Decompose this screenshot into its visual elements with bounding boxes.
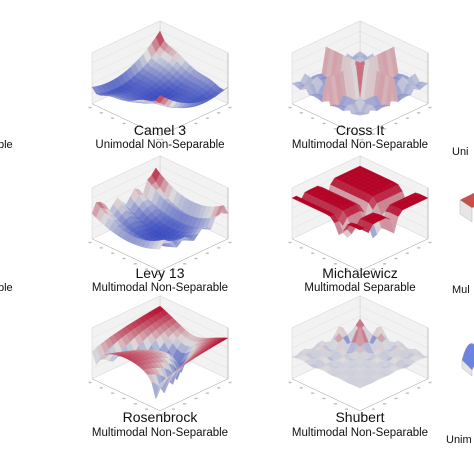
left-edge-fragment: ble [0,139,13,151]
surface-camel3 [88,20,232,141]
surface-shubert [288,295,432,416]
cell-title: Levy 13 [135,265,185,281]
surface-michalewicz [288,155,432,276]
surface-plot-levy13 [88,155,232,276]
surface-plot-rosenbrock [88,295,232,416]
cell-subtitle: Multimodal Non-Separable [91,282,229,294]
right-edge-fragment: Mul [452,284,470,296]
cell-title: Michalewicz [322,265,398,281]
surface-crossit [288,20,432,141]
left-edge-fragment: ble [0,282,13,294]
surface-rosenbrock [88,295,232,416]
cell-subtitle: Multimodal Non-Separable [291,139,429,151]
surface-levy13 [88,155,232,276]
cell-title: Camel 3 [133,122,187,138]
cell-title: Cross It [335,122,385,138]
surface-plot-camel3 [88,20,232,141]
cell-subtitle: Unimodal Non-Separable [95,139,225,151]
cropped-plot-fragment [460,320,474,380]
right-edge-fragment: Unim [446,434,472,446]
cell-subtitle: Multimodal Non-Separable [91,427,229,439]
cropped-plot-fragment [458,170,474,230]
cell-title: Shubert [335,409,385,425]
cell-subtitle: Multimodal Non-Separable [291,427,429,439]
cell-subtitle: Multimodal Separable [304,282,416,294]
surface-plot-crossit [288,20,432,141]
surface-plot-michalewicz [288,155,432,276]
right-edge-fragment: Uni [452,146,469,158]
surface-plot-shubert [288,295,432,416]
cell-title: Rosenbrock [122,409,198,425]
